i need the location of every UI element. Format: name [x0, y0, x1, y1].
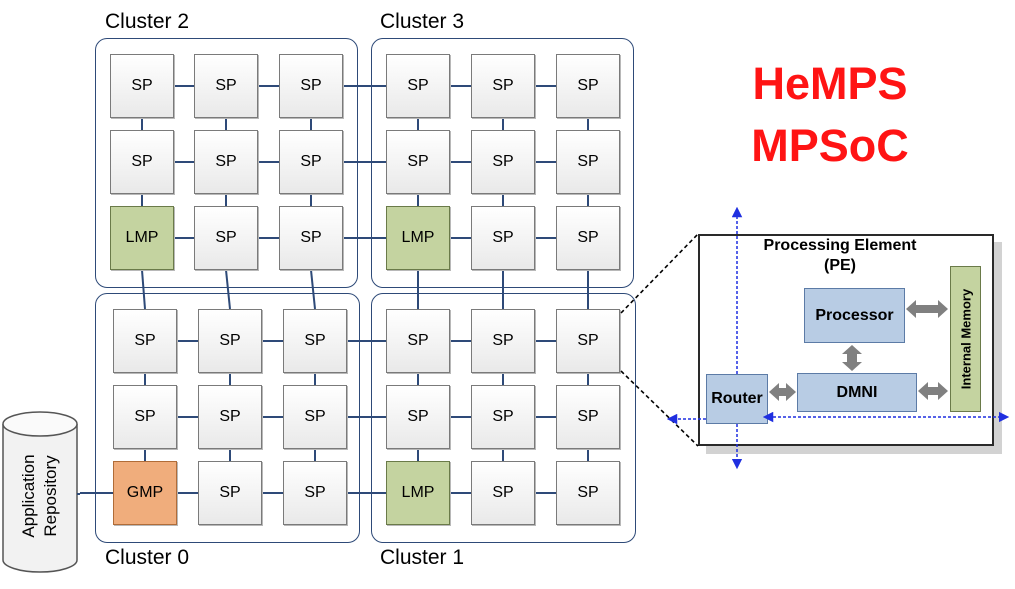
pe-node-sp: SP [556, 130, 620, 194]
processor-block: Processor [804, 288, 905, 343]
router-dmni-arrow [769, 383, 796, 401]
pe-node-sp: SP [556, 54, 620, 118]
pe-node-sp: SP [198, 461, 262, 525]
pe-title-line-1: Processing Element [763, 237, 917, 254]
pe-node-sp: SP [386, 309, 450, 373]
pe-title-line-2: (PE) [824, 257, 856, 274]
pe-node-sp: SP [283, 309, 347, 373]
pe-node-sp: SP [194, 130, 258, 194]
pe-node-sp: SP [556, 309, 620, 373]
internal-memory-block: Internal Memory [950, 266, 981, 412]
noc-link-vertical [310, 269, 316, 310]
dmni-block: DMNI [797, 373, 917, 412]
pe-node-sp: SP [194, 206, 258, 270]
processor-dmni-arrow [842, 345, 862, 371]
pe-node-sp: SP [279, 130, 343, 194]
pe-title: Processing Element (PE) [740, 236, 940, 276]
pe-node-sp: SP [556, 461, 620, 525]
processor-memory-arrow [906, 300, 948, 318]
pe-node-sp: SP [386, 54, 450, 118]
pe-node-gmp: GMP [113, 461, 177, 525]
pe-node-sp: SP [386, 385, 450, 449]
application-repository-icon [2, 411, 80, 573]
zoom-line-top [620, 233, 699, 314]
dmni-memory-arrow [918, 382, 948, 400]
pe-node-sp: SP [471, 461, 535, 525]
zoom-line-bottom [620, 370, 699, 447]
pe-node-sp: SP [279, 54, 343, 118]
pe-node-sp: SP [113, 309, 177, 373]
pe-node-sp: SP [471, 385, 535, 449]
noc-link-vertical [225, 269, 231, 310]
pe-node-lmp: LMP [110, 206, 174, 270]
cluster-0-label: Cluster 0 [105, 546, 190, 569]
pe-node-sp: SP [279, 206, 343, 270]
pe-node-sp: SP [556, 206, 620, 270]
pe-node-sp: SP [198, 385, 262, 449]
mpsoc-title: MPSoC [751, 120, 909, 171]
cluster-3-label: Cluster 3 [380, 10, 465, 33]
pe-node-lmp: LMP [386, 461, 450, 525]
pe-node-sp: SP [198, 309, 262, 373]
pe-node-sp: SP [471, 206, 535, 270]
cluster-2-label: Cluster 2 [105, 10, 190, 33]
pe-node-sp: SP [110, 54, 174, 118]
pe-node-sp: SP [386, 130, 450, 194]
router-block: Router [706, 374, 768, 424]
pe-node-sp: SP [556, 385, 620, 449]
cluster-1-label: Cluster 1 [380, 546, 465, 569]
hemps-title: HeMPS [752, 58, 908, 109]
pe-node-sp: SP [471, 130, 535, 194]
pe-node-sp: SP [283, 461, 347, 525]
pe-node-sp: SP [283, 385, 347, 449]
noc-link-vertical [141, 269, 146, 310]
pe-node-sp: SP [471, 54, 535, 118]
pe-node-sp: SP [113, 385, 177, 449]
pe-node-sp: SP [110, 130, 174, 194]
pe-node-sp: SP [471, 309, 535, 373]
pe-node-lmp: LMP [386, 206, 450, 270]
pe-node-sp: SP [194, 54, 258, 118]
